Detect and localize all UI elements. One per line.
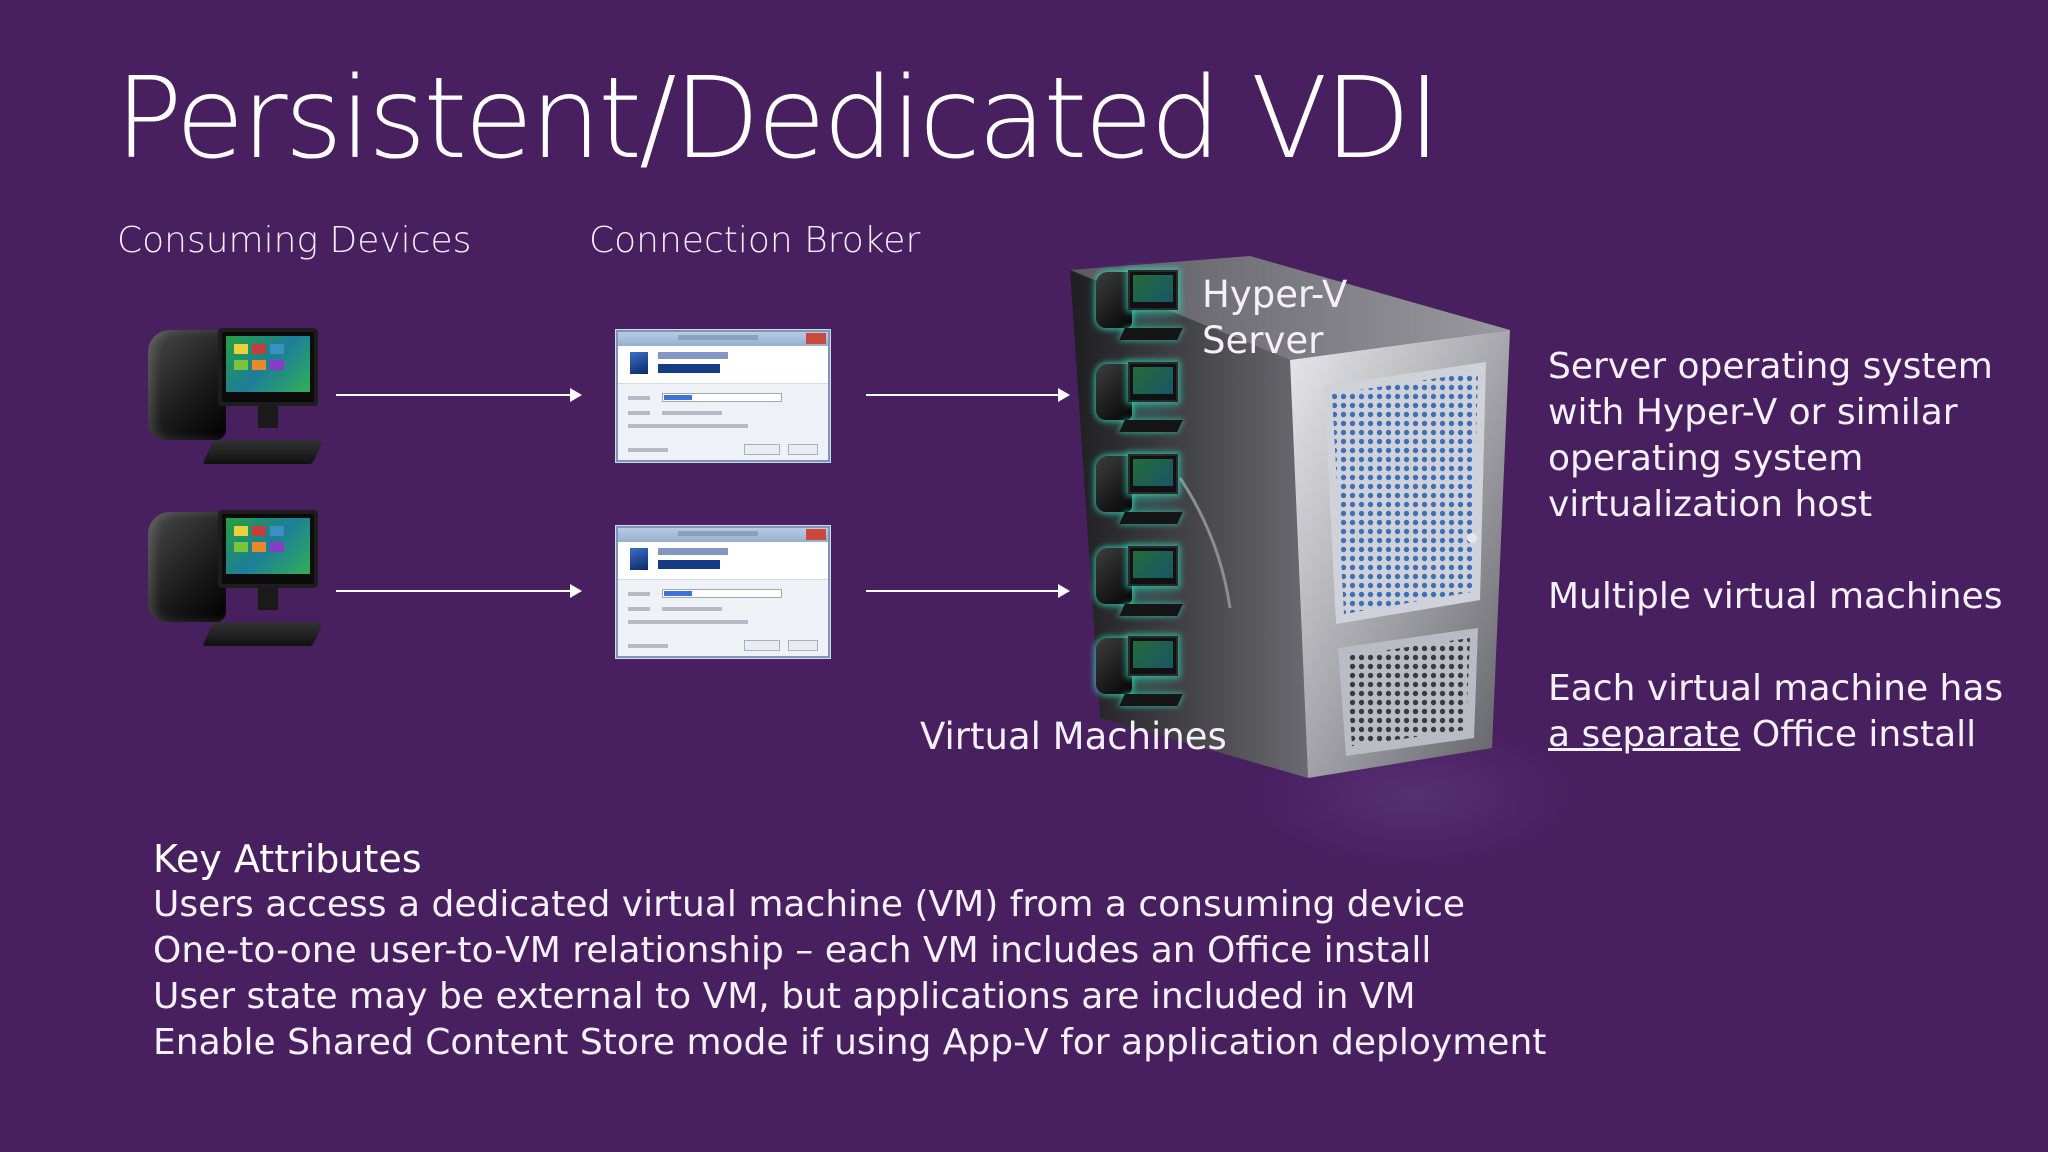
description-line: Each virtual machine has [1548, 668, 2004, 709]
description-para-2: Multiple virtual machines [1548, 576, 2003, 617]
arrow-right [866, 584, 1070, 598]
server-description: Server operating system with Hyper-V or … [1548, 344, 2028, 804]
virtual-machine-icon [1092, 538, 1188, 624]
key-attributes-title: Key Attributes [153, 837, 422, 881]
desktop-pc-icon [148, 324, 328, 474]
description-line: Server operating system [1548, 346, 1993, 387]
underlined-text: a separate [1548, 714, 1741, 755]
description-line: with Hyper-V or similar [1548, 392, 1958, 433]
virtual-machine-icon [1092, 628, 1188, 714]
description-para-1: Server operating system with Hyper-V or … [1548, 344, 2028, 528]
description-line: Office install [1740, 714, 1977, 755]
server-label-line2: Server [1202, 319, 1324, 362]
slide-title: Persistent/Dedicated VDI [115, 54, 1441, 184]
virtual-machines-label: Virtual Machines [920, 715, 1227, 758]
key-attribute-item: One-to-one user-to-VM relationship – eac… [153, 930, 1432, 971]
arrow-right [336, 584, 582, 598]
consuming-devices-heading: Consuming Devices [117, 220, 472, 261]
virtual-machine-icon [1092, 354, 1188, 440]
key-attribute-item: Enable Shared Content Store mode if usin… [153, 1022, 1547, 1063]
arrow-right [336, 388, 582, 402]
key-attribute-item: User state may be external to VM, but ap… [153, 976, 1416, 1017]
connection-broker-heading: Connection Broker [589, 220, 921, 261]
remote-desktop-dialog [616, 330, 830, 462]
remote-desktop-dialog [616, 526, 830, 658]
arrow-right [866, 388, 1070, 402]
description-line: operating system [1548, 438, 1864, 479]
server-label-line1: Hyper-V [1202, 273, 1348, 316]
key-attribute-item: Users access a dedicated virtual machine… [153, 884, 1466, 925]
description-line: virtualization host [1548, 484, 1873, 525]
virtual-machine-icon [1092, 446, 1188, 532]
virtual-machine-icon [1092, 262, 1188, 348]
hyper-v-server-label: Hyper-V Server [1202, 272, 1347, 364]
description-para-3: Each virtual machine has a separate Offi… [1548, 666, 2028, 758]
key-attributes: Key Attributes Users access a dedicated … [153, 836, 1546, 1066]
desktop-pc-icon [148, 506, 328, 656]
